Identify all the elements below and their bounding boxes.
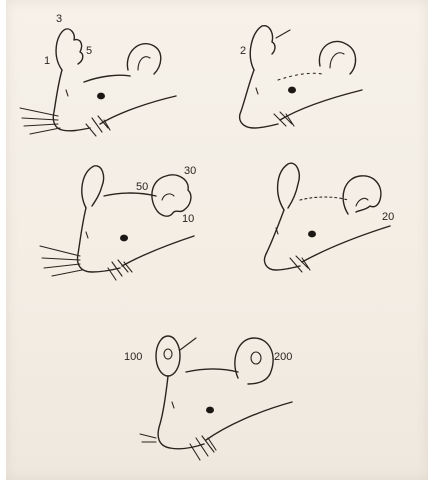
ear-near <box>56 29 83 70</box>
ear-far-notched <box>152 175 191 216</box>
ear-far <box>127 44 160 74</box>
jaw-line <box>122 236 194 266</box>
label-5: 5 <box>86 45 92 57</box>
jaw-line <box>280 90 362 120</box>
jaw-line <box>302 226 390 262</box>
whiskers <box>290 256 310 272</box>
ear-near <box>278 163 300 210</box>
ear-far-punched <box>235 338 273 384</box>
head-outline <box>264 210 300 270</box>
rat-head-2: 2 <box>240 26 362 128</box>
rat-head-4: 20 <box>264 163 394 272</box>
label-3: 3 <box>56 13 62 25</box>
rat-head-1: 3 1 5 <box>20 13 176 136</box>
ear-far-notched <box>343 176 381 214</box>
ear-near <box>82 166 104 208</box>
ear-far <box>319 41 355 74</box>
whiskers <box>140 434 156 442</box>
head-outline <box>158 376 204 449</box>
whiskers <box>40 246 82 276</box>
label-1: 1 <box>44 55 50 67</box>
label-30: 30 <box>184 165 196 177</box>
label-20: 20 <box>382 211 394 223</box>
eye <box>97 93 105 100</box>
head-outline <box>240 70 278 128</box>
ear-near-punched <box>156 336 180 376</box>
eye <box>288 87 296 94</box>
jaw-line <box>100 96 176 124</box>
label-50: 50 <box>136 181 148 193</box>
ear-near <box>250 26 275 70</box>
rat-head-3: 50 30 10 <box>40 165 196 280</box>
ear-hole <box>164 349 172 359</box>
eye <box>206 407 214 414</box>
eye <box>120 235 128 242</box>
ear-hole <box>251 352 261 364</box>
jaw-line <box>206 402 292 440</box>
head-outline <box>53 70 90 131</box>
label-100: 100 <box>124 351 142 363</box>
label-2: 2 <box>240 45 246 57</box>
rat-head-5: 100 200 <box>124 336 292 460</box>
label-200: 200 <box>274 351 292 363</box>
head-outline <box>78 208 120 272</box>
label-10: 10 <box>182 213 194 225</box>
eye <box>308 231 316 238</box>
